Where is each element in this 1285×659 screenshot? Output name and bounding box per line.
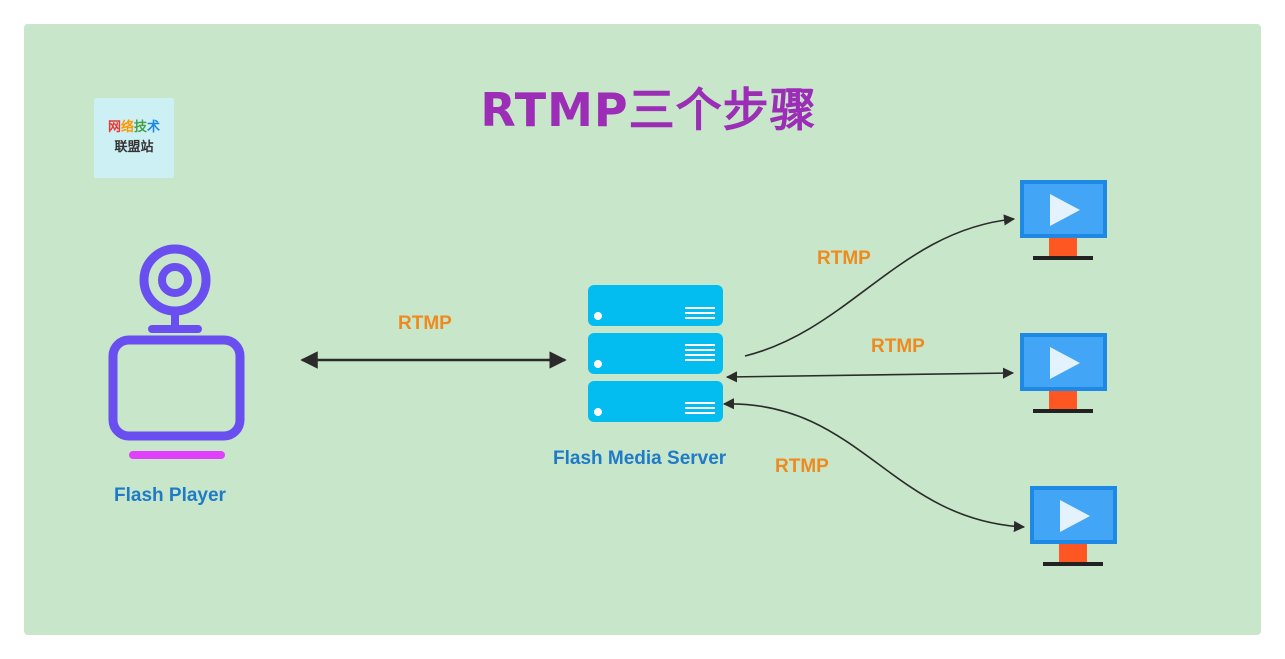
logo-char: 术 — [147, 120, 161, 135]
logo-char: 盟 — [127, 140, 141, 155]
logo-char: 站 — [140, 140, 154, 155]
logo-char: 络 — [120, 120, 134, 135]
video-monitor-icon — [1030, 486, 1117, 566]
diagram-title: RTMP三个步骤 — [480, 83, 817, 137]
server-client3-connection — [722, 398, 1026, 533]
edge-label-client3: RTMP — [775, 456, 829, 477]
edge-label-player-server: RTMP — [398, 313, 452, 334]
edge-label-client1: RTMP — [817, 248, 871, 269]
server-rack-icon — [588, 285, 723, 422]
server-client1-connection — [744, 214, 1016, 357]
logo-char: 技 — [134, 120, 148, 135]
logo-line-2: 联盟站 — [114, 138, 153, 158]
logo-char: 网 — [107, 120, 121, 135]
server-client2-connection — [725, 367, 1015, 383]
logo-char: 联 — [114, 140, 128, 155]
site-logo: 网络技术 联盟站 — [94, 98, 174, 178]
webcam-computer-icon — [108, 244, 245, 459]
logo-line-1: 网络技术 — [108, 118, 160, 138]
edge-label-client2: RTMP — [871, 336, 925, 357]
server-label: Flash Media Server — [553, 448, 727, 469]
video-monitor-icon — [1020, 333, 1107, 413]
video-monitor-icon — [1020, 180, 1107, 260]
player-label: Flash Player — [114, 485, 226, 506]
